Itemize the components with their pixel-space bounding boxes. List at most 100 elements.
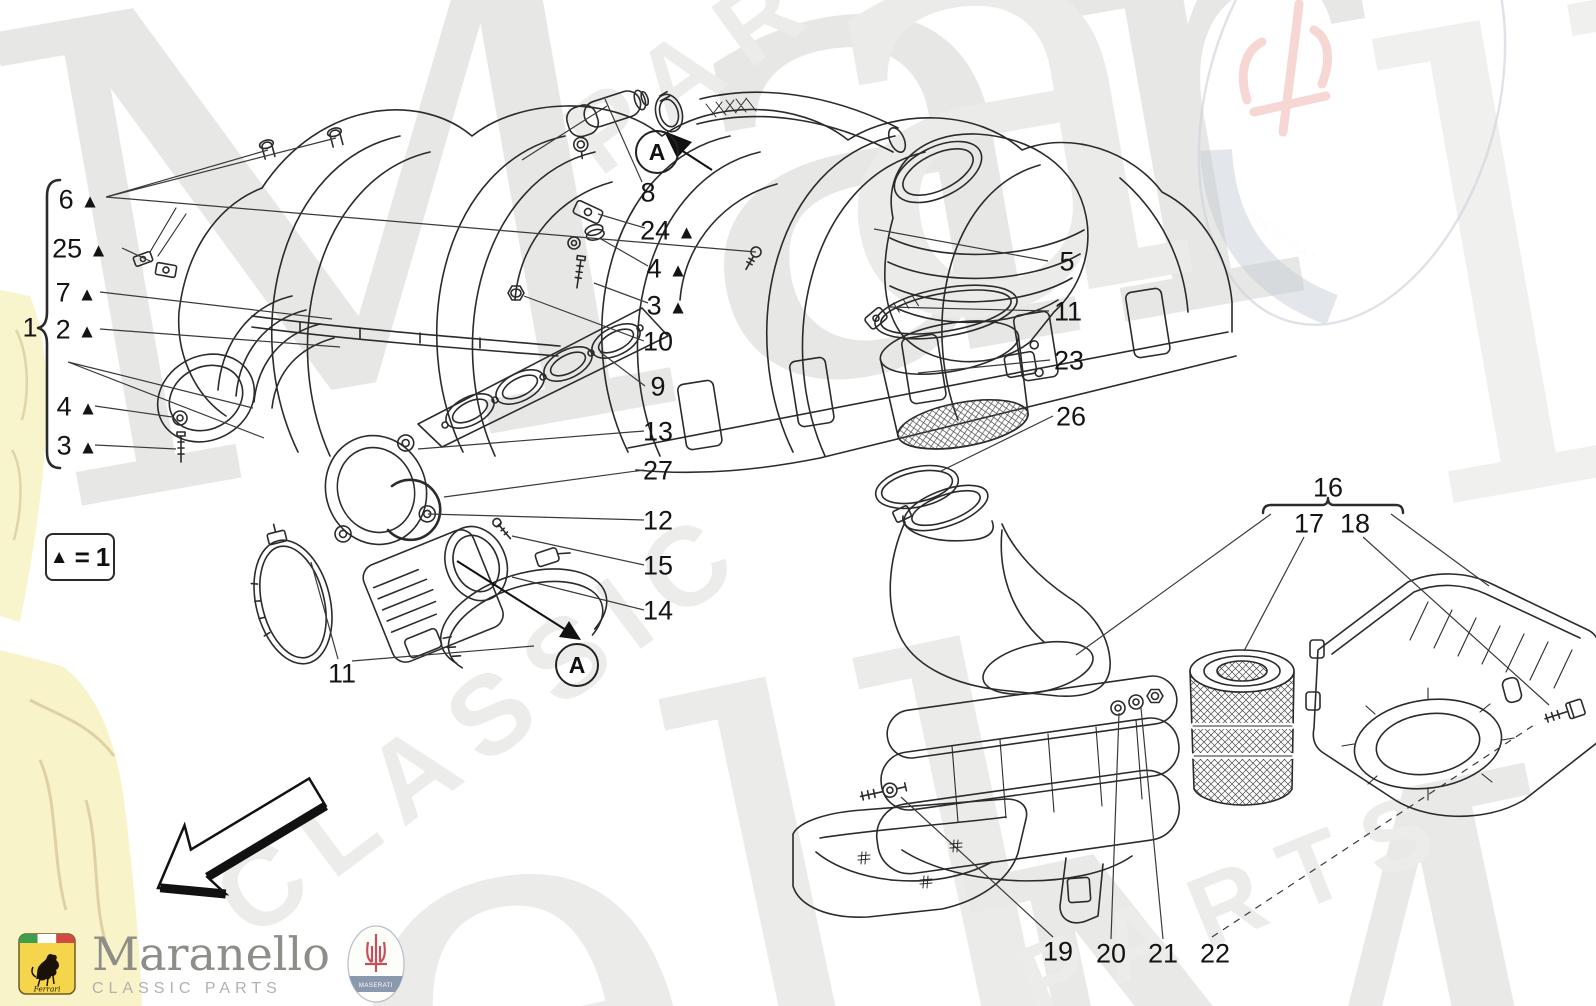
callout-4-right: 4▲: [646, 253, 688, 284]
triangle-marker: ▲: [78, 437, 98, 458]
callout-20-number: 20: [1095, 938, 1127, 969]
callout-13-number: 13: [642, 416, 674, 447]
triangle-marker: ▲: [668, 260, 688, 281]
intake-duct: [884, 133, 1089, 363]
callout-27: 27: [642, 455, 674, 486]
callout-22-number: 22: [1199, 938, 1231, 969]
callout-8: 8: [640, 177, 656, 208]
callout-3-right: 3▲: [646, 290, 688, 321]
group-brace-1: [36, 178, 62, 470]
callout-7: 7▲: [56, 279, 97, 307]
cover-bolt: [1544, 698, 1586, 723]
triangle-marker: ▲: [89, 240, 108, 261]
detail-marker-letter: A: [648, 138, 666, 165]
callout-17: 17: [1293, 508, 1325, 539]
triangle-marker: ▲: [77, 321, 97, 342]
callout-1-number: 1: [22, 312, 38, 343]
callout-19: 19: [1042, 936, 1074, 967]
callout-25: 25 ▲: [52, 233, 108, 264]
callout-5-number: 5: [1059, 246, 1075, 277]
air-filter-element: [1189, 649, 1295, 806]
maranello-logo: Ferrari Maranello CLASSIC PARTS MASERATI: [18, 924, 406, 1004]
callout-2-number: 2: [55, 314, 71, 345]
callout-9: 9: [650, 371, 666, 402]
air-cleaner-assembly: [792, 484, 1181, 924]
callout-4-number: 4: [646, 253, 662, 284]
air-box-cover: [1305, 573, 1596, 818]
callout-1: 1: [22, 312, 38, 343]
callout-17-number: 17: [1293, 508, 1325, 539]
detail-marker-a-bottom: A: [555, 643, 599, 687]
callout-16-number: 16: [1312, 472, 1344, 503]
callout-11-number: 11: [1053, 296, 1083, 327]
callout-2: 2▲: [55, 314, 97, 345]
callout-24: 24▲: [640, 217, 696, 245]
callout-23-number: 23: [1053, 345, 1085, 376]
hose-clamp-band: [439, 547, 608, 669]
callout-18-number: 18: [1339, 508, 1371, 539]
callout-26-number: 26: [1055, 401, 1087, 432]
logo-brand: Maranello: [92, 926, 330, 981]
callout-15-number: 15: [642, 550, 674, 581]
maserati-label: MASERATI: [359, 983, 393, 989]
callout-21: 21: [1147, 938, 1179, 969]
legend-triangle: ▲: [49, 547, 69, 568]
callout-23: 23: [1053, 345, 1085, 376]
callout-26: 26: [1055, 401, 1087, 432]
callout-12: 12: [642, 505, 674, 536]
callout-25-number: 25: [52, 233, 83, 264]
maserati-oval-logo: MASERATI: [347, 925, 405, 1003]
direction-arrow: [156, 776, 328, 899]
callout-3-number: 3: [646, 290, 662, 321]
triangle-marker: ▲: [77, 284, 97, 305]
callout-12-number: 12: [642, 505, 674, 536]
legend-value: 1: [95, 541, 111, 572]
triangle-marker: ▲: [80, 191, 100, 212]
ferrari-label: Ferrari: [33, 985, 61, 994]
callout-14: 14: [642, 595, 674, 626]
callout-4-number: 4: [56, 391, 72, 422]
callout-5: 5: [1059, 246, 1075, 277]
callout-10: 10: [642, 326, 674, 357]
diagram-line-art: [36, 89, 1596, 924]
callout-13: 13: [642, 416, 674, 447]
ferrari-shield-logo: Ferrari: [18, 933, 76, 995]
manifold-gasket: [417, 307, 669, 448]
callout-6-number: 6: [58, 184, 74, 215]
callout-10-number: 10: [642, 326, 674, 357]
callout-8-number: 8: [640, 177, 656, 208]
legend-equals: =: [74, 541, 90, 572]
callout-11-clamp: 11: [328, 660, 356, 688]
prancing-horse-icon: [36, 953, 59, 981]
callout-14-number: 14: [642, 595, 674, 626]
ferrari-shield-watermark-left: [0, 290, 48, 622]
triangle-marker: ▲: [668, 297, 688, 318]
throttle-body-group: [250, 434, 608, 669]
callout-9-number: 9: [650, 371, 666, 402]
callout-27-number: 27: [642, 455, 674, 486]
detail-marker-letter: A: [568, 651, 586, 678]
callout-22: 22: [1199, 938, 1231, 969]
breather-hose: [565, 89, 907, 160]
callout-19-number: 19: [1042, 936, 1074, 967]
trident-icon: [364, 934, 387, 972]
air-flow-meter: [879, 320, 1044, 450]
leader-lines: [67, 98, 1550, 940]
callout-6: 6▲: [58, 184, 100, 215]
group-bracket-16: [1261, 496, 1405, 515]
logo-subtitle: CLASSIC PARTS: [92, 979, 282, 997]
legend-box: ▲ = 1: [45, 533, 115, 581]
callout-21-number: 21: [1147, 938, 1179, 969]
callout-20: 20: [1095, 938, 1127, 969]
ferrari-shield-watermark-bottom: [0, 650, 142, 1006]
detail-marker-a-top: A: [635, 130, 679, 174]
callout-15: 15: [642, 550, 674, 581]
triangle-marker: ▲: [677, 222, 696, 243]
callout-3-number: 3: [56, 430, 72, 461]
callout-4-left: 4▲: [56, 391, 98, 422]
duct-clamp: [864, 284, 1018, 340]
callout-3-left: 3▲: [56, 430, 98, 461]
callout-11-duct: 11: [1053, 296, 1083, 327]
